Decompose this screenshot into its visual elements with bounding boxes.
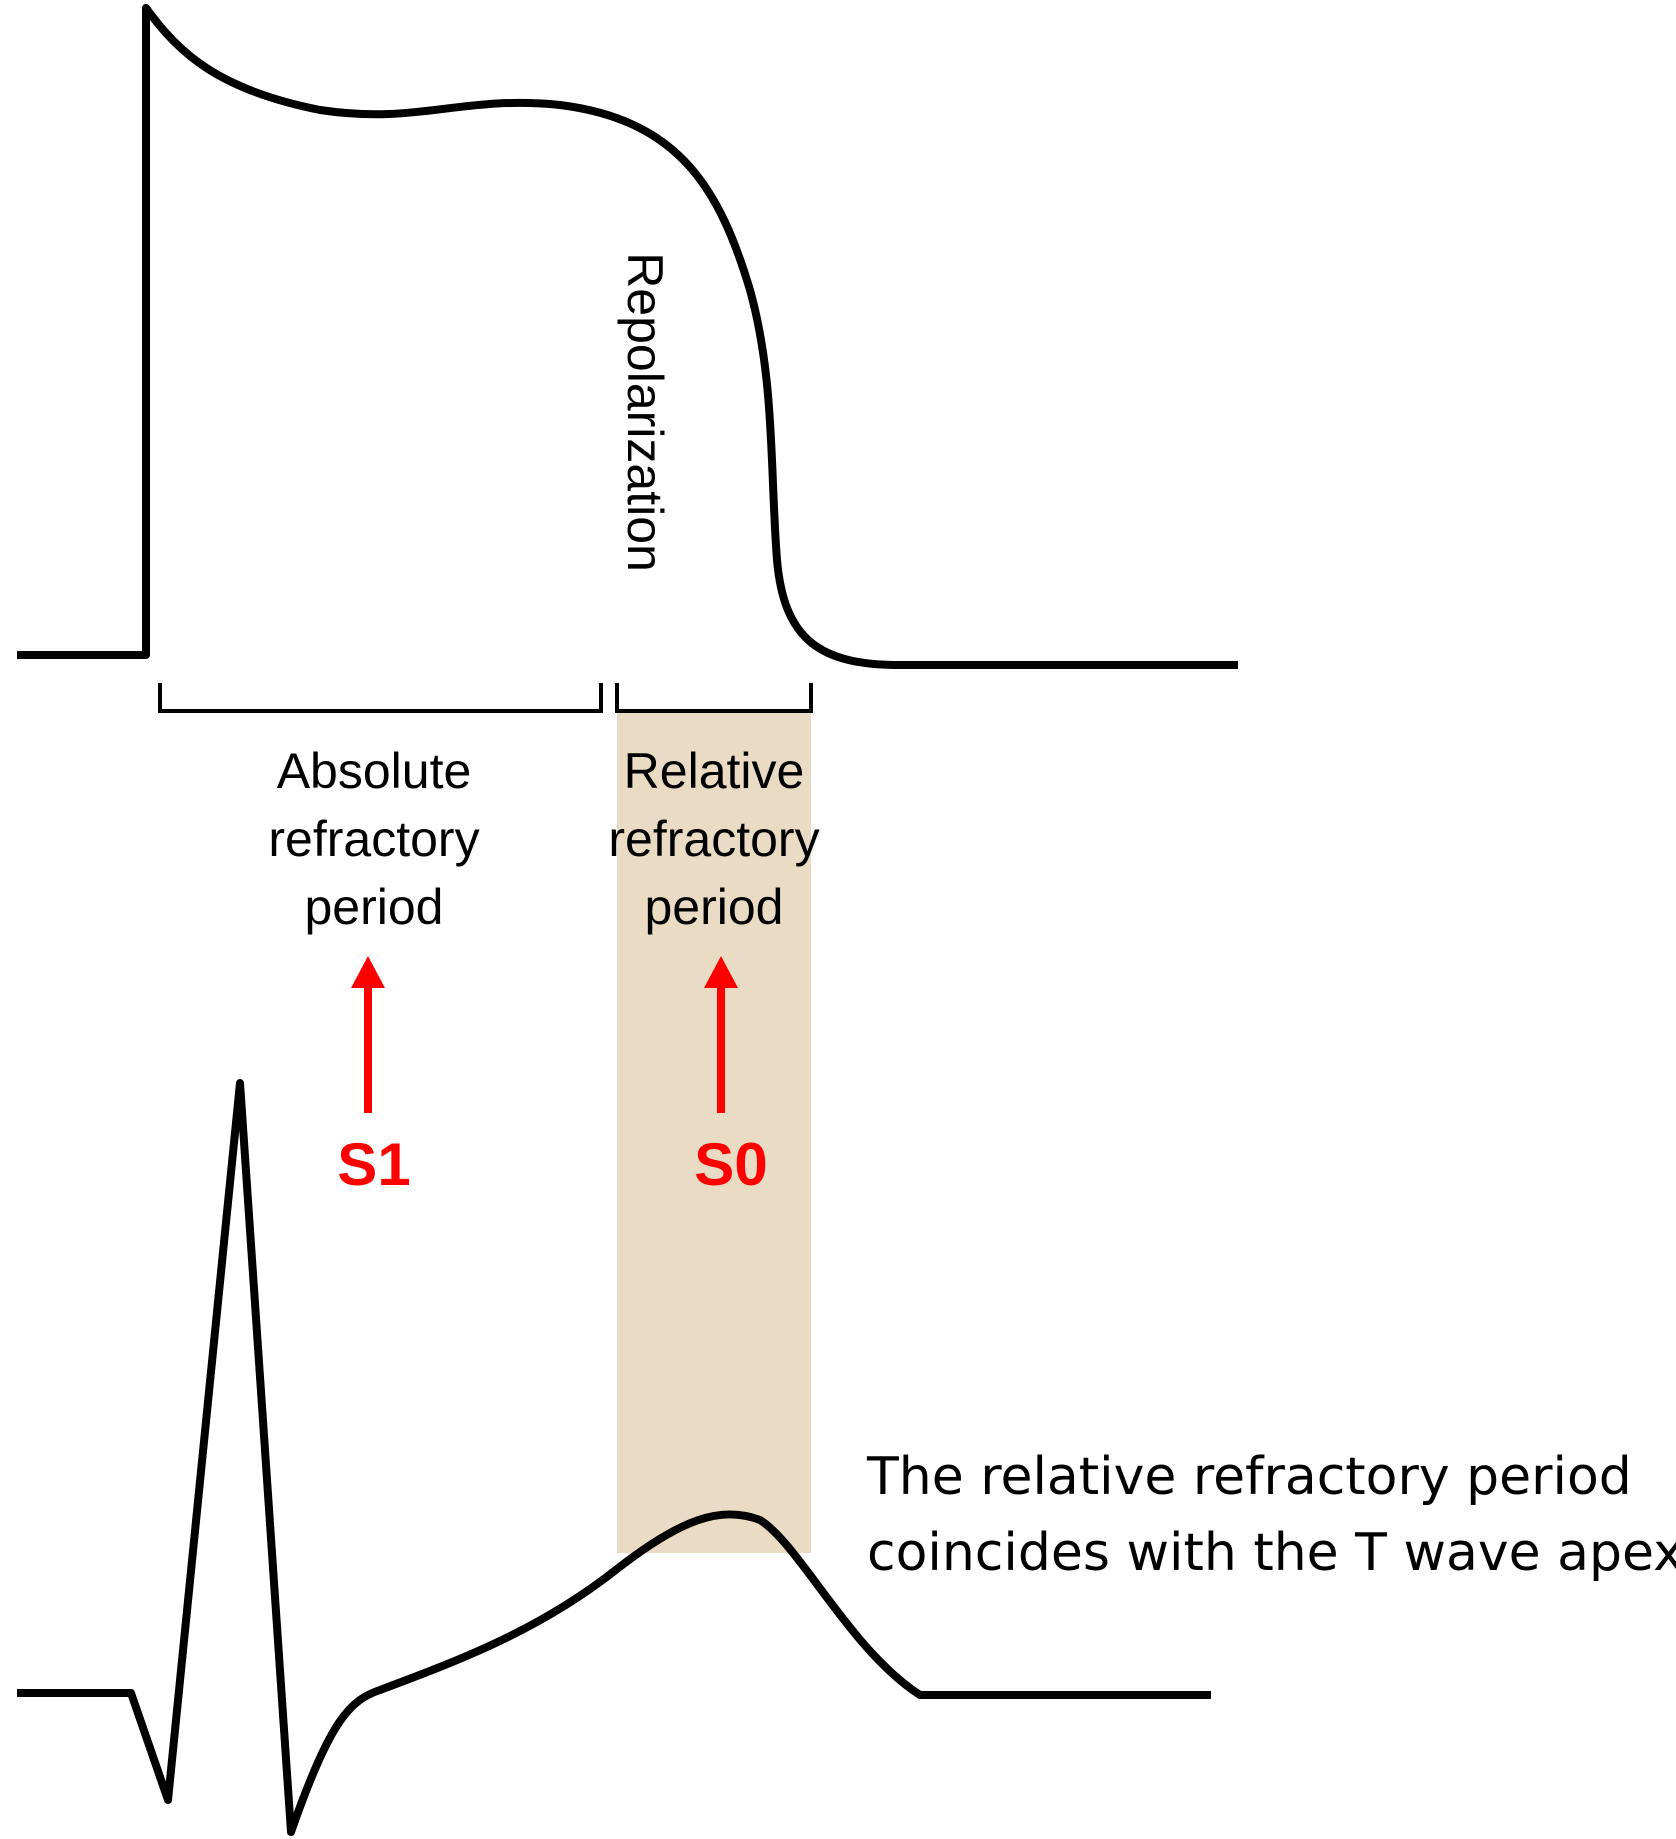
s1-label: S1 (337, 1131, 410, 1198)
s1-stimulus-arrow (351, 956, 385, 1113)
relative-refractory-bracket (615, 683, 813, 713)
relative-line-3: period (645, 879, 784, 935)
relative-line-2: refractory (608, 811, 819, 867)
absolute-line-1: Absolute (277, 743, 472, 799)
caption: The relative refractory period coincides… (866, 1447, 1676, 1583)
caption-line-1: The relative refractory period (866, 1447, 1632, 1507)
action-potential-trace (17, 4, 1238, 669)
ecg-trace (17, 1079, 1211, 1836)
caption-line-2: coincides with the T wave apex. (867, 1523, 1676, 1583)
absolute-line-3: period (305, 879, 444, 935)
absolute-line-2: refractory (268, 811, 479, 867)
absolute-refractory-bracket (158, 683, 603, 713)
repolarization-label: Repolarization (617, 252, 673, 572)
absolute-refractory-label: Absolute refractory period (268, 743, 479, 935)
relative-line-1: Relative (624, 743, 805, 799)
s0-stimulus-arrow (704, 956, 738, 1113)
relative-refractory-label: Relative refractory period (608, 743, 819, 935)
s0-label: S0 (694, 1131, 767, 1198)
relative-refractory-highlight (617, 713, 811, 1553)
